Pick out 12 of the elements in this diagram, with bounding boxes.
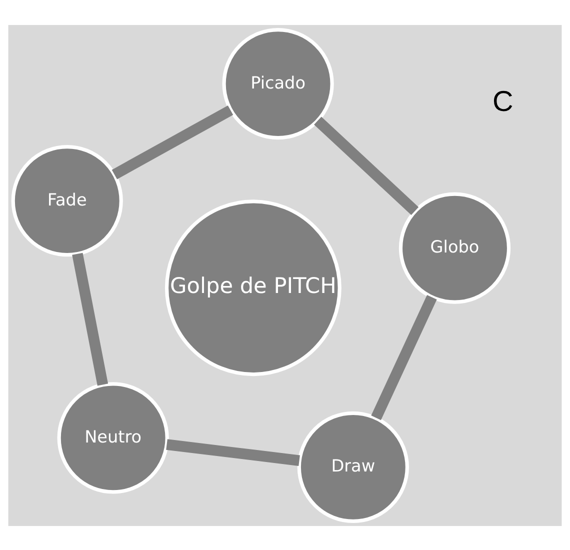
connector <box>112 104 234 179</box>
connector <box>314 116 419 214</box>
connector <box>166 438 300 466</box>
connector <box>72 252 108 386</box>
node-circle: Draw <box>297 410 409 522</box>
node-circle: Globo <box>398 192 511 304</box>
label: C <box>492 85 514 118</box>
node-circle: Picado <box>222 28 334 140</box>
node-circle: Neutro <box>57 382 169 494</box>
node-circle: Golpe de PITCH <box>164 199 342 376</box>
connector <box>371 294 437 420</box>
node-circle: Fade <box>11 144 123 256</box>
